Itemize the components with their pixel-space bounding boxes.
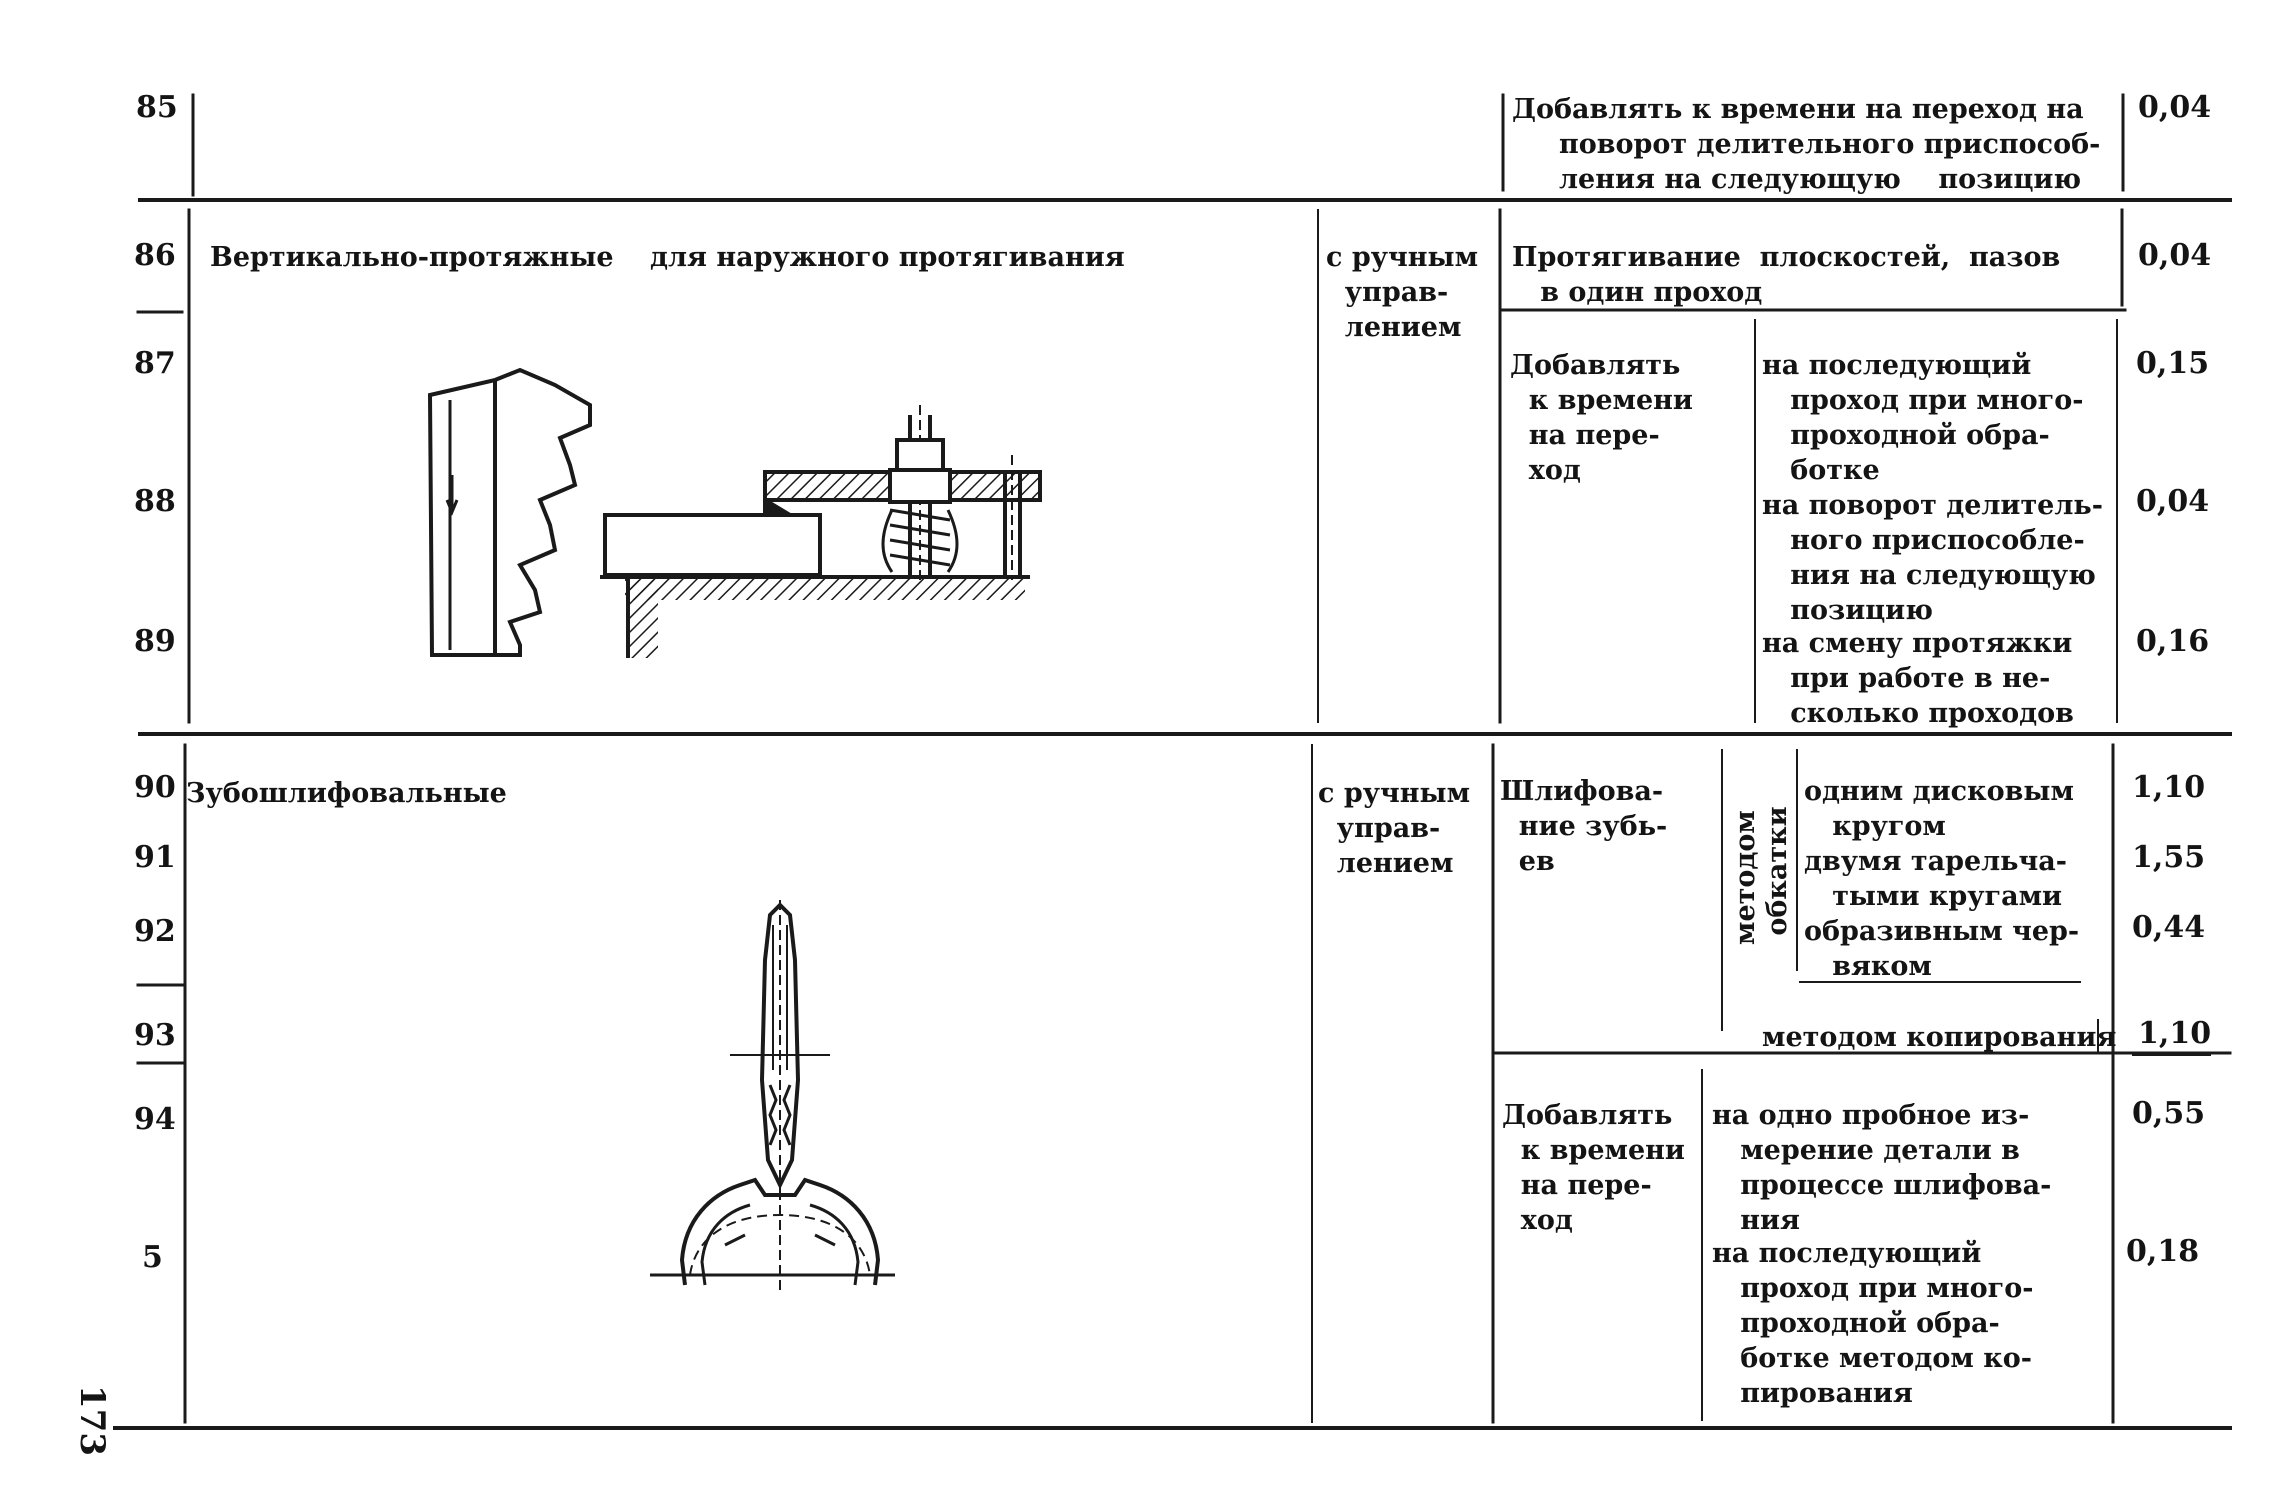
time-value: 0,04 [2136,484,2210,519]
operation-text: на поворот делитель- ного приспособле- н… [1762,490,2103,626]
broaching-fixture-drawing [427,367,1042,658]
row-number: 89 [134,624,176,659]
operation-text: на смену протяжки при работе в не- сколь… [1762,628,2074,729]
machine-type: для наружного протягивания [650,242,1125,273]
time-value: 1,10 [2132,770,2206,805]
operation-text: Протягивание плоскостей, пазов в один пр… [1512,242,2061,308]
time-value: 0,44 [2132,910,2206,945]
machine-name: Вертикально-протяжные [210,242,614,273]
row-number: 92 [134,914,176,949]
operation-text: на одно пробное из- мерение детали в про… [1712,1100,2052,1236]
time-value: 1,55 [2132,840,2206,875]
time-value: 1,10 [2138,1016,2212,1051]
row-number: 91 [134,840,176,875]
page-number: 173 [72,1385,112,1456]
operation-text: Добавлять к времени на переход на поворо… [1512,94,2101,195]
time-value: 0,18 [2126,1234,2200,1269]
operation-text: методом копирования [1762,1022,2117,1053]
row-number: 5 [142,1240,163,1275]
row-number: 85 [136,90,178,125]
operation-label: Шлифова- ние зубь- ев [1500,776,1668,877]
row-number: 90 [134,770,176,805]
row-number: 93 [134,1018,176,1053]
operation-text: одним дисковым кругом [1804,776,2074,842]
row-number: 94 [134,1102,176,1137]
row-number: 88 [134,484,176,519]
operation-text: двумя тарельча- тыми кругами [1804,846,2067,912]
machine-name: Зубошлифовальные [186,778,507,809]
time-value: 0,04 [2138,90,2212,125]
control-type: с ручным управ- лением [1326,242,1479,343]
operation-text: образивным чер- вяком [1804,916,2080,982]
time-value: 0,55 [2132,1096,2206,1131]
row-number: 86 [134,238,176,273]
control-type: с ручным управ- лением [1318,778,1471,879]
operation-text: на последующий проход при много- проходн… [1762,350,2084,486]
add-time-label: Добавлять к времени на пере- ход [1510,350,1693,486]
gear-grinding-drawing [650,900,895,1295]
row-number: 87 [134,346,176,381]
add-time-label: Добавлять к времени на пере- ход [1502,1100,1685,1236]
time-value: 0,15 [2136,346,2210,381]
operation-text: на последующий проход при много- проходн… [1712,1238,2034,1409]
time-value: 0,04 [2138,238,2212,273]
time-value: 0,16 [2136,624,2210,659]
method-label: методом обкатки [1730,806,1793,945]
